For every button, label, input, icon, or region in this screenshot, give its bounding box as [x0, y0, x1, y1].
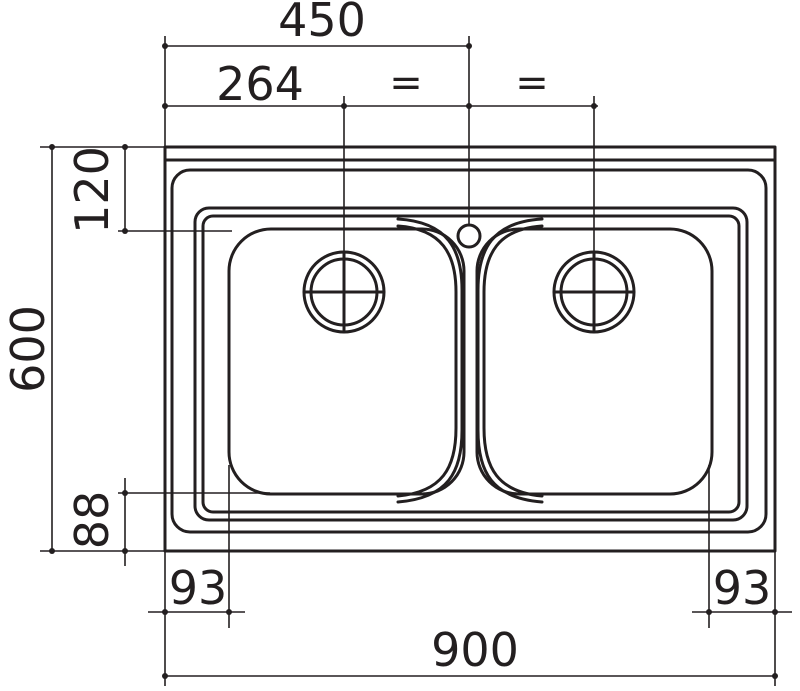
bowl-divider — [396, 217, 544, 504]
divider-right-curve-inner — [482, 224, 544, 498]
divider-right-curve — [476, 217, 544, 504]
dimension-120: 120 — [65, 144, 232, 234]
dimension-900-label: 900 — [431, 623, 519, 677]
dimension-264: 264 = = — [162, 57, 598, 332]
tap-hole-icon — [456, 223, 482, 249]
equal-left-label: = — [389, 60, 423, 106]
dimension-600: 600 — [1, 144, 165, 554]
dimension-93-right: 93 — [692, 465, 792, 628]
dimension-264-label: 264 — [216, 57, 304, 111]
dimension-93-left: 93 — [148, 465, 245, 628]
dimension-600-label: 600 — [1, 305, 55, 393]
sink-inner-frame-inner — [201, 214, 741, 514]
divider-left-curve — [396, 217, 464, 504]
dimension-900: 900 — [162, 551, 778, 686]
sink-inner-frame-outer — [193, 206, 749, 522]
dimension-450: 450 — [162, 0, 472, 225]
divider-left-curve-inner — [396, 224, 458, 498]
dimension-93-left-label: 93 — [169, 561, 228, 615]
equal-right-label: = — [515, 60, 549, 106]
dimension-450-label: 450 — [278, 0, 366, 47]
sink-outer-edge — [163, 145, 777, 553]
left-bowl — [227, 227, 466, 496]
dimension-93-right-label: 93 — [713, 561, 772, 615]
left-bowl-outline — [227, 227, 466, 496]
dimension-88-label: 88 — [65, 491, 119, 550]
dimension-88: 88 — [65, 478, 270, 566]
dimension-120-label: 120 — [65, 146, 119, 234]
